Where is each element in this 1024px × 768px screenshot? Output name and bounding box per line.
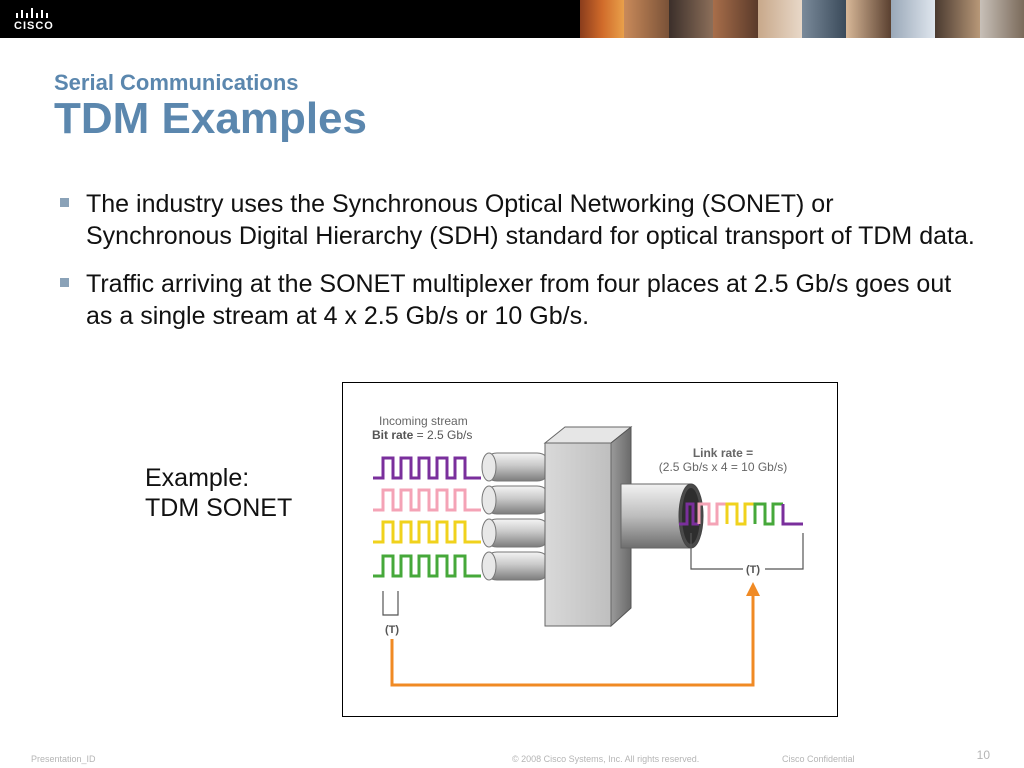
header-bar: CISCO bbox=[0, 0, 1024, 38]
tdm-sonet-figure: Incoming stream Bit rate = 2.5 Gb/s Link… bbox=[342, 382, 838, 717]
bullet-item: The industry uses the Synchronous Optica… bbox=[60, 188, 980, 252]
header-photo bbox=[580, 0, 625, 38]
incoming-stream-label: Incoming stream bbox=[379, 414, 468, 428]
output-pipe bbox=[620, 483, 704, 549]
footer-presentation-id: Presentation_ID bbox=[31, 754, 96, 764]
bullet-item: Traffic arriving at the SONET multiplexe… bbox=[60, 268, 980, 332]
header-photo bbox=[668, 0, 714, 38]
output-waveform-yellow bbox=[725, 502, 757, 526]
header-photo bbox=[935, 0, 980, 38]
output-waveform-purple bbox=[679, 502, 699, 526]
bullet-list: The industry uses the Synchronous Optica… bbox=[60, 188, 980, 348]
header-photo bbox=[713, 0, 758, 38]
tdm-diagram: Incoming stream Bit rate = 2.5 Gb/s Link… bbox=[372, 414, 804, 687]
page-number: 10 bbox=[976, 748, 990, 762]
link-rate-label: Link rate = bbox=[693, 446, 753, 460]
logo-text: CISCO bbox=[14, 20, 54, 32]
example-line-2: TDM SONET bbox=[145, 494, 293, 522]
header-photo-strip bbox=[580, 0, 1024, 38]
bullet-square-icon bbox=[60, 198, 69, 207]
slide-title: TDM Examples bbox=[54, 94, 367, 143]
sonet-multiplexer-box bbox=[543, 425, 633, 628]
header-photo bbox=[624, 0, 669, 38]
purple-input-waveform bbox=[373, 456, 481, 480]
header-photo bbox=[890, 0, 936, 38]
header-photo bbox=[757, 0, 803, 38]
bullet-text: The industry uses the Synchronous Optica… bbox=[86, 190, 975, 250]
header-photo bbox=[979, 0, 1024, 38]
pink-input-waveform bbox=[373, 488, 481, 512]
timing-arrow-line bbox=[390, 595, 755, 687]
output-t-marker: (T) bbox=[746, 564, 760, 576]
output-waveform-green bbox=[753, 502, 783, 526]
header-photo bbox=[846, 0, 891, 38]
bit-rate-value: = 2.5 Gb/s bbox=[413, 428, 472, 442]
timing-arrow-head-icon bbox=[746, 582, 760, 596]
bit-rate-bold: Bit rate bbox=[372, 428, 414, 442]
header-photo bbox=[802, 0, 847, 38]
output-waveform-purple-2 bbox=[781, 504, 803, 526]
output-time-bracket bbox=[690, 533, 804, 570]
footer-confidential: Cisco Confidential bbox=[782, 754, 855, 764]
example-line-1: Example: bbox=[145, 464, 250, 492]
footer-copyright: © 2008 Cisco Systems, Inc. All rights re… bbox=[512, 754, 700, 764]
input-time-bracket bbox=[382, 591, 399, 616]
yellow-input-waveform bbox=[373, 520, 481, 544]
input-pipes bbox=[481, 452, 552, 581]
bullet-text: Traffic arriving at the SONET multiplexe… bbox=[86, 270, 952, 330]
slide-subtitle: Serial Communications bbox=[54, 70, 299, 95]
example-caption: Example: TDM SONET bbox=[145, 463, 292, 523]
link-rate-value: (2.5 Gb/s x 4 = 10 Gb/s) bbox=[659, 460, 787, 474]
cisco-logo-icon bbox=[16, 8, 48, 18]
output-waveform-pink bbox=[697, 502, 729, 526]
green-input-waveform bbox=[373, 554, 481, 578]
bit-rate-label: Bit rate = 2.5 Gb/s bbox=[372, 428, 472, 442]
input-t-marker: (T) bbox=[385, 624, 399, 636]
bullet-square-icon bbox=[60, 278, 69, 287]
